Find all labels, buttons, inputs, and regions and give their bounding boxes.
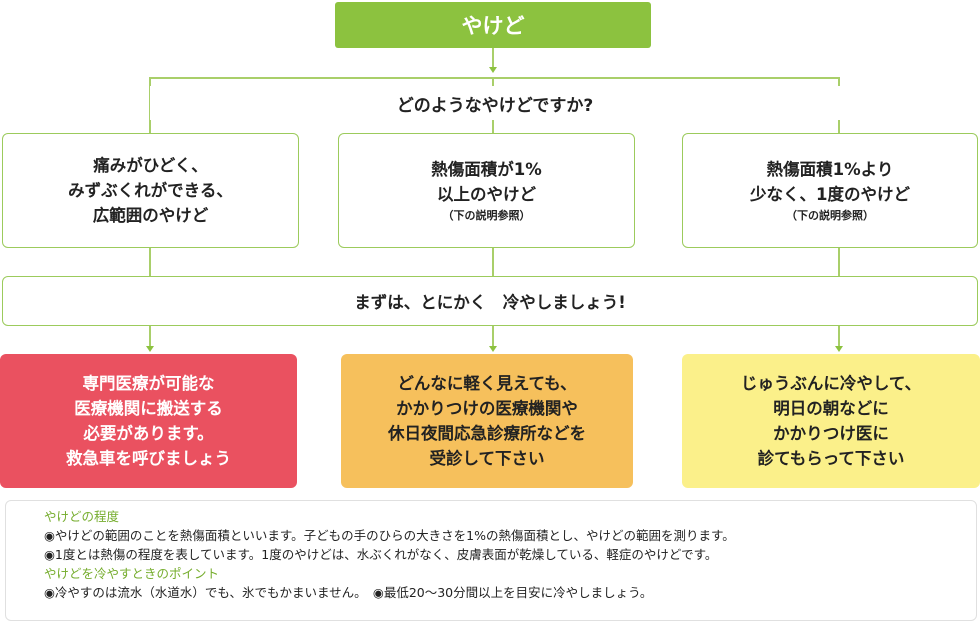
condition-line: 熱傷面積1%より <box>766 159 894 179</box>
connector-title-down <box>492 48 494 68</box>
action-line: 必要があります。 <box>83 424 214 443</box>
arrow-right <box>835 346 843 352</box>
action-line: 診てもらって下さい <box>757 449 905 468</box>
action-box-cool-and-visit: じゅうぶんに冷やして、 明日の朝などに かかりつけ医に 診てもらって下さい <box>682 354 980 488</box>
question-label: どのようなやけどですか? <box>150 86 840 120</box>
notes-degree-heading: やけどの程度 <box>44 509 120 524</box>
condition-line: 以上のやけど <box>437 184 536 204</box>
action-line: どんなに軽く見えても、 <box>397 374 577 393</box>
notes-degree-item: ◉やけどの範囲のことを熱傷面積といいます。子どもの手のひらの大きさを1%の熱傷面… <box>44 528 735 543</box>
condition-line: 広範囲のやけど <box>92 206 209 225</box>
action-box-ambulance: 専門医療が可能な 医療機関に搬送する 必要があります。 救急車を呼びましょう <box>0 354 297 488</box>
condition-line: みずぶくれができる、 <box>68 181 233 200</box>
notes-cooling-item: ◉冷やすのは流水（水道水）でも、氷でもかまいません。 ◉最低20～30分間以上を… <box>44 585 653 600</box>
action-line: かかりつけの医療機関や <box>396 399 578 418</box>
arrow-mid <box>489 346 497 352</box>
diagram-title: やけど <box>335 2 651 48</box>
notes-cooling-heading: やけどを冷やすときのポイント <box>44 566 220 581</box>
connector-horizontal-top <box>149 77 839 79</box>
notes-degree-item: ◉1度とは熱傷の程度を表しています。1度のやけどは、水ぶくれがなく、皮膚表面が乾… <box>44 547 718 562</box>
cool-down-banner: まずは、とにかく 冷やしましょう! <box>2 276 978 326</box>
arrow-left <box>146 346 154 352</box>
condition-box-under-1-percent: 熱傷面積1%より 少なく、1度のやけど （下の説明参照） <box>682 133 978 248</box>
action-line: じゅうぶんに冷やして、 <box>740 374 922 393</box>
condition-box-severe: 痛みがひどく、 みずぶくれができる、 広範囲のやけど <box>2 133 299 248</box>
condition-line: 少なく、1度のやけど <box>750 184 910 204</box>
condition-box-over-1-percent: 熱傷面積が1% 以上のやけど （下の説明参照） <box>338 133 635 248</box>
action-line: 医療機関に搬送する <box>74 399 223 418</box>
action-box-see-doctor: どんなに軽く見えても、 かかりつけの医療機関や 休日夜間応急診療所などを 受診し… <box>341 354 633 488</box>
action-line: 専門医療が可能な <box>82 374 215 393</box>
condition-note: （下の説明参照） <box>442 208 531 222</box>
condition-note: （下の説明参照） <box>786 208 874 222</box>
action-line: 休日夜間応急診療所などを <box>388 424 586 443</box>
arrow-title <box>489 67 497 73</box>
action-line: 受診して下さい <box>429 449 545 468</box>
notes-panel: やけどの程度 ◉やけどの範囲のことを熱傷面積といいます。子どもの手のひらの大きさ… <box>5 500 977 621</box>
condition-line: 痛みがひどく、 <box>93 156 208 175</box>
action-line: 明日の朝などに <box>773 399 889 418</box>
action-line: 救急車を呼びましょう <box>66 449 231 468</box>
condition-line: 熱傷面積が1% <box>431 159 542 179</box>
action-line: かかりつけ医に <box>773 424 889 443</box>
